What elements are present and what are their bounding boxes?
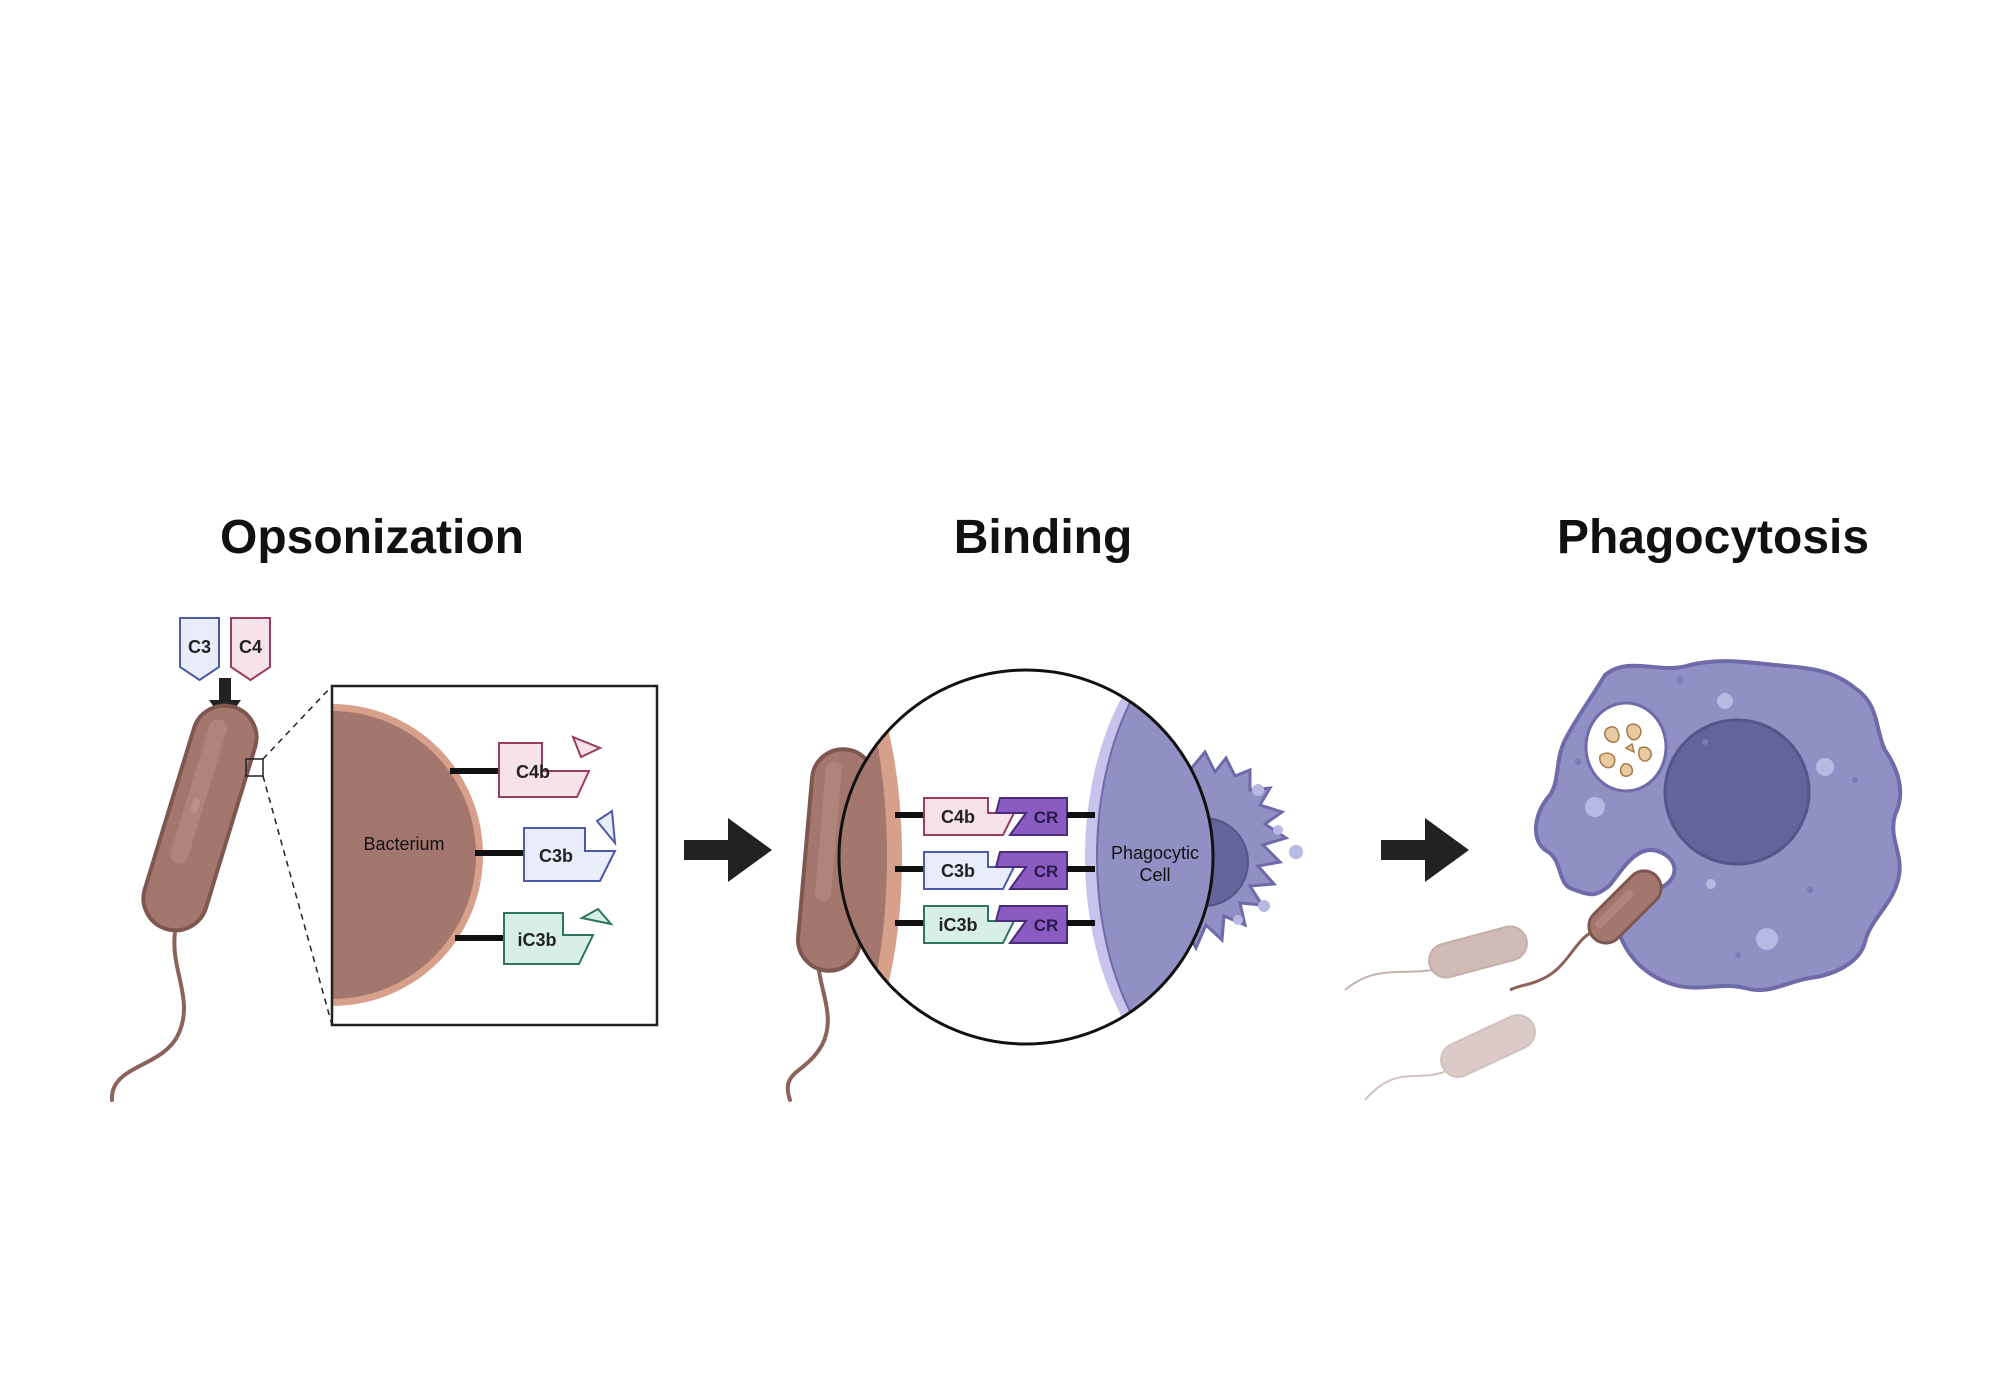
faded-bacterium-icon-1 (1344, 925, 1528, 991)
engulfed-bacterium-icon (1509, 869, 1663, 992)
c4b-fragment: C4b (450, 735, 603, 798)
phagocytic-cell-label-line2: Cell (1139, 865, 1170, 885)
stage-title-opsonization: Opsonization (220, 511, 524, 564)
bacterium-icon (109, 703, 259, 1102)
phagocytosis-panel (1344, 659, 1903, 1101)
c3-label: C3 (188, 637, 211, 657)
bacterium-surface (332, 711, 476, 999)
binding-panel: Phagocytic Cell C4b CR C3b CR (785, 668, 1303, 1102)
zoom-line-bottom (262, 775, 333, 1026)
c4a-cleaved-piece (571, 735, 603, 759)
phagocytic-cell-label-line1: Phagocytic (1111, 843, 1199, 863)
binding-ic3b-label: iC3b (938, 915, 977, 935)
complement-receptor-1 (994, 797, 1068, 836)
zoom-line-top (262, 685, 333, 760)
c3b-cr-binding-pair: C3b CR (895, 851, 1095, 890)
binding-flagellum-icon (785, 938, 830, 1102)
complement-receptor-3 (994, 905, 1068, 944)
c4-label: C4 (239, 637, 262, 657)
c4b-label: C4b (516, 762, 550, 782)
c3a-cleaved-piece (595, 809, 617, 847)
binding-c3b-label: C3b (941, 861, 975, 881)
complement-receptor-2 (994, 851, 1068, 890)
c4-complement-tag: C4 (230, 617, 271, 682)
stage-title-binding: Binding (954, 511, 1133, 564)
faded-bacterium-icon-2 (1364, 1014, 1536, 1101)
ic3b-cr-binding-pair: iC3b CR (895, 905, 1095, 944)
c3b-label: C3b (539, 846, 573, 866)
ic3b-fragment: iC3b (455, 907, 614, 965)
macrophage-icon (1533, 659, 1903, 993)
opsonization-zoom-box: Bacterium C4b C3b iC3b (330, 684, 659, 1027)
c3f-cleaved-piece (579, 907, 614, 926)
c4b-cr-binding-pair: C4b CR (895, 797, 1095, 836)
c3-complement-tag: C3 (179, 617, 220, 682)
binding-c4b-label: C4b (941, 807, 975, 827)
flagellum-icon (109, 930, 186, 1102)
zoom-region-marker (245, 758, 264, 777)
bacterium-label: Bacterium (363, 834, 444, 854)
macrophage-nucleus (1663, 718, 1811, 866)
cr-label-3: CR (1034, 916, 1059, 935)
cr-label-1: CR (1034, 808, 1059, 827)
right-arrow-icon-1 (684, 818, 772, 882)
cr-label-2: CR (1034, 862, 1059, 881)
bacterial-debris (1599, 723, 1652, 777)
phagosome (1584, 701, 1668, 793)
right-arrow-icon-2 (1381, 818, 1469, 882)
stage-title-phagocytosis: Phagocytosis (1557, 511, 1869, 564)
down-arrow-icon (209, 678, 241, 723)
c3b-fragment: C3b (475, 809, 617, 882)
opsonization-panel: C3 C4 (109, 617, 659, 1102)
ic3b-label: iC3b (517, 930, 556, 950)
